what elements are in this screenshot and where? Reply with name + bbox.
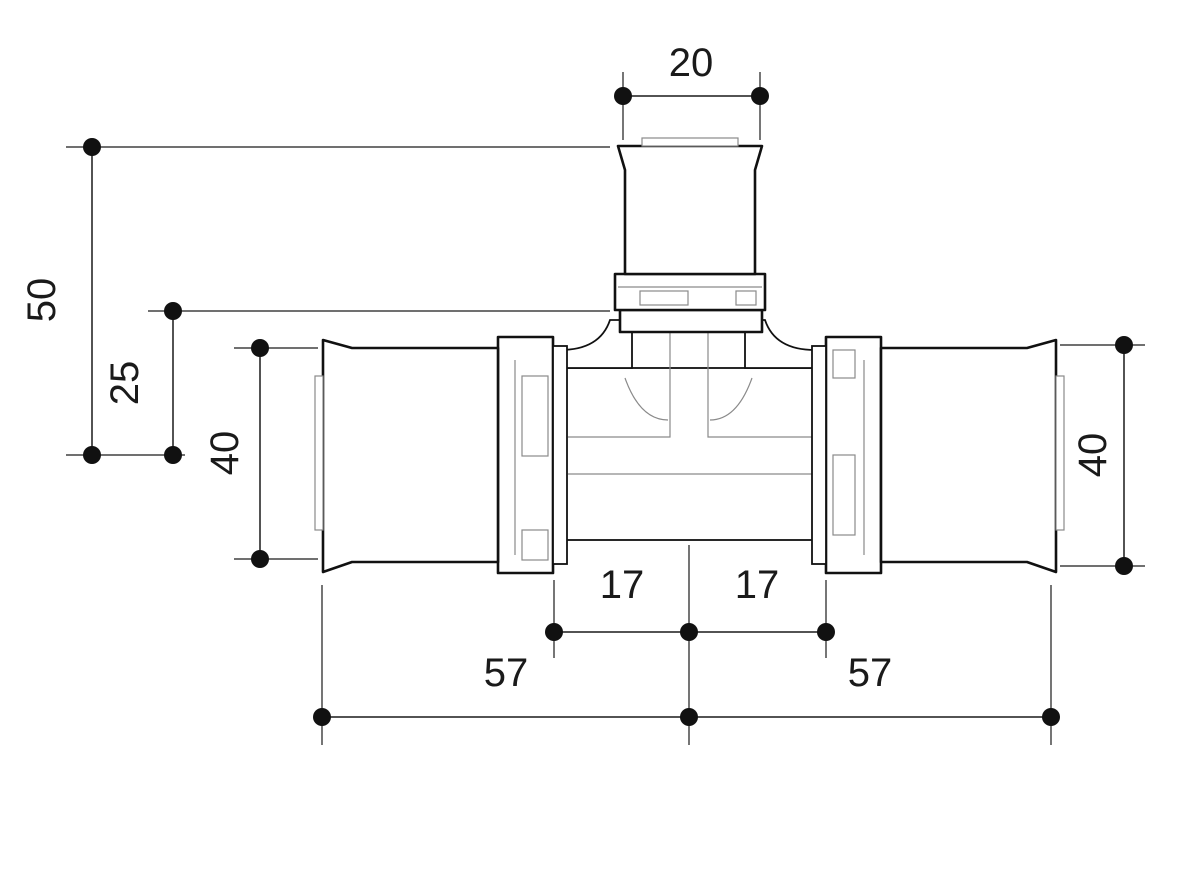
label-right-half-length: 57: [848, 651, 893, 695]
label-branch-diameter: 20: [669, 41, 714, 85]
label-left-half-length: 57: [484, 651, 529, 695]
right-sleeve: [879, 338, 1058, 574]
label-left-diameter: 40: [203, 431, 247, 476]
dim-body-right: [817, 623, 835, 641]
tee-inner-lines: [568, 325, 812, 475]
dimension-labels: 20 50 25 40 40 17 17 57 57: [20, 41, 1115, 695]
dim-right-diameter-bottom: [1115, 557, 1133, 575]
right-ring-window-bottom: [832, 454, 856, 536]
tee-run-body: [559, 367, 816, 541]
label-total-height: 50: [20, 278, 64, 323]
right-pipe-stub: [1055, 375, 1065, 531]
branch-sleeve: [616, 144, 764, 276]
right-ring-inner: [811, 345, 827, 565]
label-right-diameter: 40: [1071, 433, 1115, 478]
branch-neck: [618, 308, 764, 334]
tee-fitting: [314, 137, 1065, 575]
left-ring-window-bottom: [521, 529, 549, 561]
dim-length-right: [1042, 708, 1060, 726]
right-ring-window-top: [832, 349, 856, 379]
dim-total-height-top: [83, 138, 101, 156]
label-left-body-half: 17: [600, 563, 645, 607]
dim-center-height-bottom: [164, 446, 182, 464]
dim-body-left: [545, 623, 563, 641]
dim-left-diameter-top: [251, 339, 269, 357]
dim-total-height-bottom: [83, 446, 101, 464]
dim-left-diameter-bottom: [251, 550, 269, 568]
left-ring-inner: [552, 345, 568, 565]
dim-center-height-top: [164, 302, 182, 320]
dim-branch-diameter-start: [614, 87, 632, 105]
dim-length-left: [313, 708, 331, 726]
branch-ring-window-2: [735, 290, 757, 306]
dim-body-center: [680, 623, 698, 641]
left-pipe-stub: [314, 375, 324, 531]
branch-ring-window: [639, 290, 689, 306]
label-right-body-half: 17: [735, 563, 780, 607]
dim-right-diameter-top: [1115, 336, 1133, 354]
branch-pipe-stub: [641, 137, 739, 147]
dim-length-center: [680, 708, 698, 726]
left-sleeve: [321, 338, 500, 574]
dimension-lines: [66, 72, 1145, 745]
left-ring-window-top: [521, 375, 549, 457]
label-branch-center-height: 25: [103, 361, 147, 406]
dim-branch-diameter-end: [751, 87, 769, 105]
